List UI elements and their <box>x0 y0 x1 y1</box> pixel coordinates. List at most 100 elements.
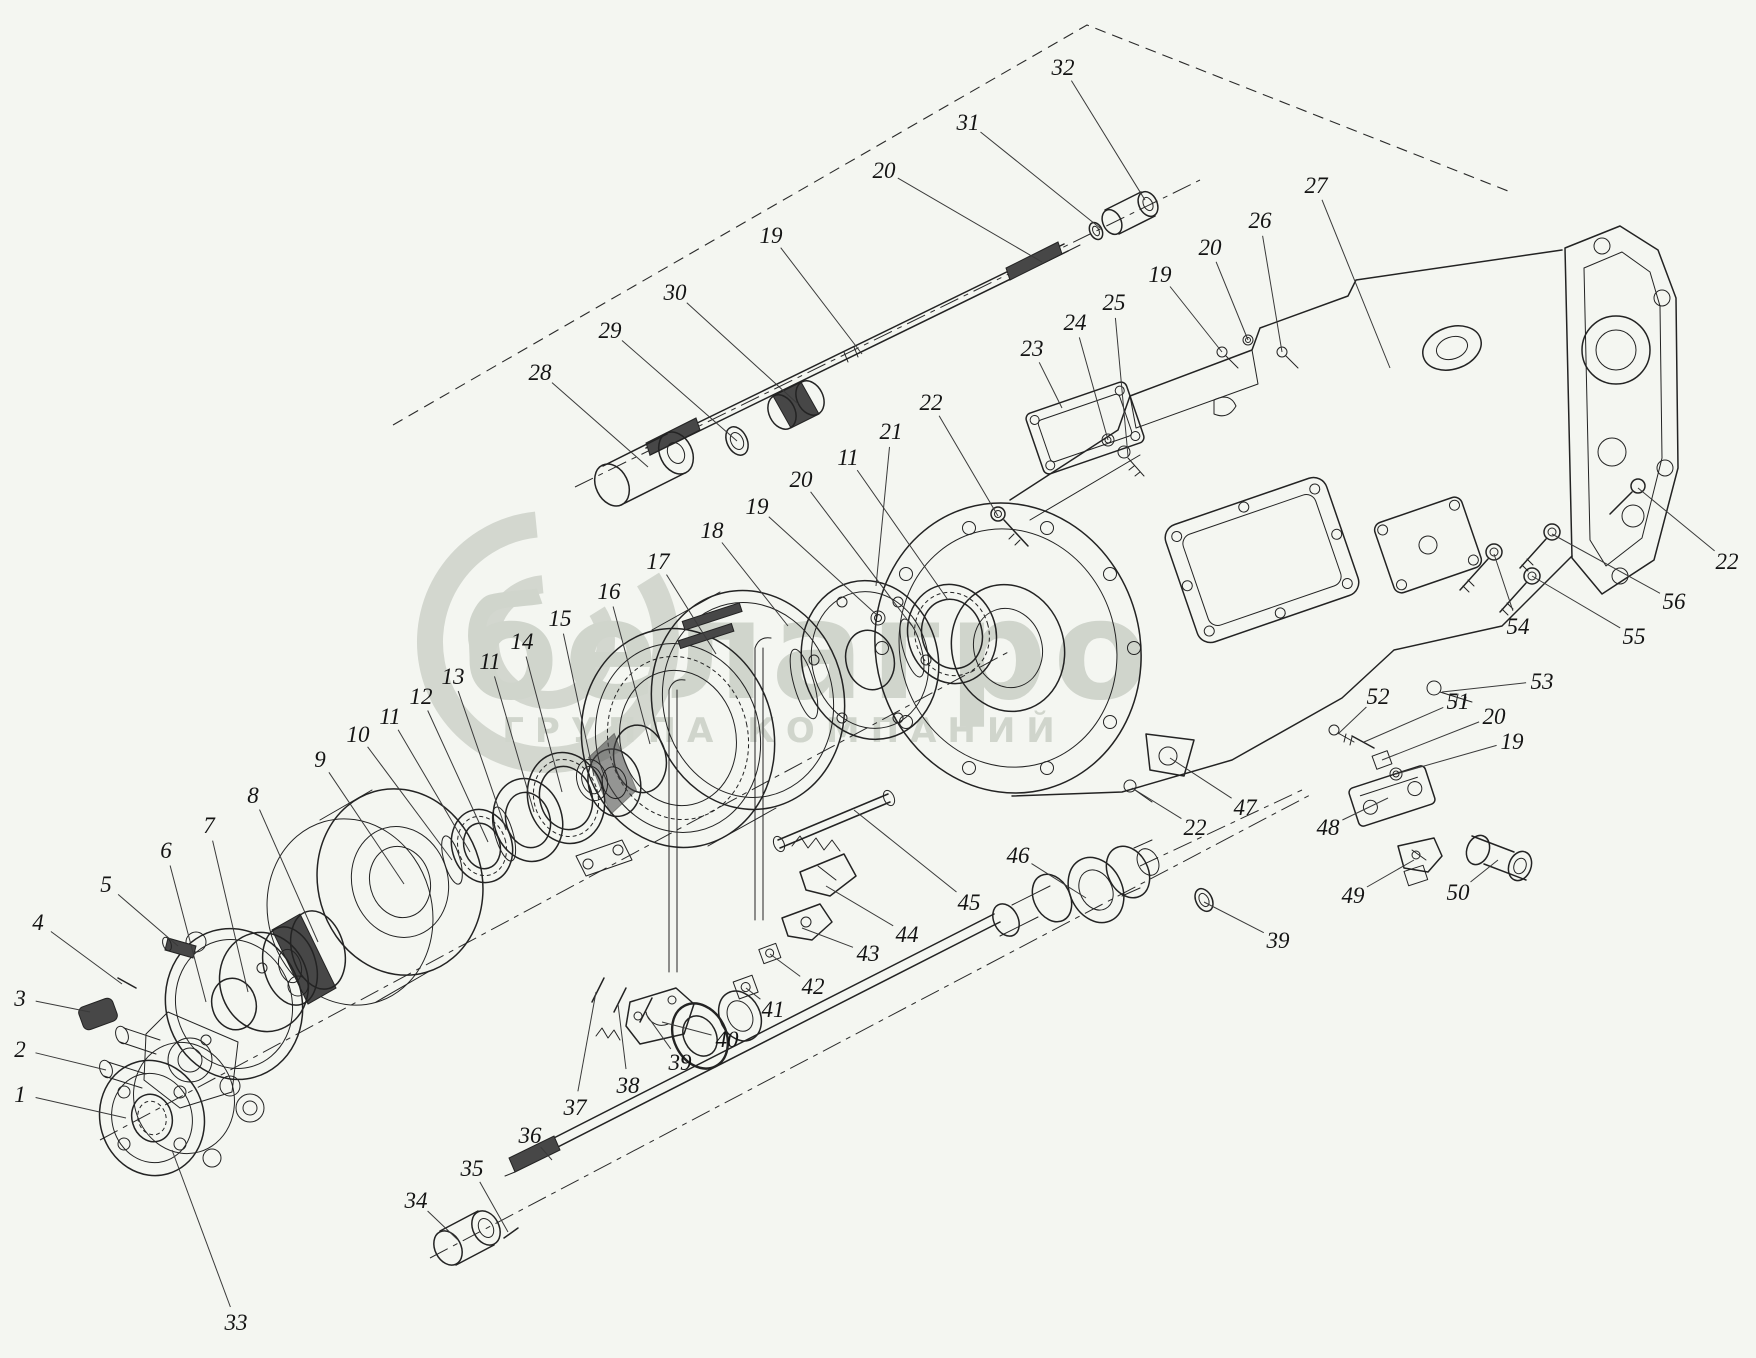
housing-face-bolt-holes <box>875 521 1141 775</box>
leader-line-c11c <box>397 729 471 853</box>
part-number-c30: 30 <box>663 280 688 305</box>
leader-line-c26 <box>1262 235 1283 353</box>
leader-line-c36 <box>540 1146 553 1161</box>
bearing-part-12 <box>450 808 514 884</box>
part-number-c38: 38 <box>616 1073 641 1098</box>
leader-line-c13 <box>457 690 507 831</box>
part-number-c49: 49 <box>1342 883 1366 908</box>
leader-line-c37 <box>577 991 597 1092</box>
part-number-c20c: 20 <box>790 467 814 492</box>
small-spring <box>595 1027 621 1041</box>
leader-line-c35 <box>479 1181 509 1233</box>
leader-line-c21 <box>875 446 890 587</box>
cylinder-part-34 <box>433 1210 501 1266</box>
clevis-part-49 <box>1397 837 1443 887</box>
part-number-c6: 6 <box>160 838 172 863</box>
hub-flange-part-7 <box>164 927 309 1097</box>
gasket-ring <box>789 648 819 720</box>
leader-line-c38 <box>617 1003 627 1070</box>
ring-part-39-right <box>1194 887 1214 913</box>
part-number-c22c: 22 <box>1716 549 1739 574</box>
leader-line-c44 <box>825 885 894 927</box>
leader-line-c11b <box>494 676 535 813</box>
part-number-c51: 51 <box>1447 689 1470 714</box>
part-number-c11b: 11 <box>479 649 500 674</box>
leader-line-c27 <box>1321 199 1391 369</box>
leader-line-c17 <box>666 574 717 655</box>
watermark-brand-text: белагро <box>462 570 1154 731</box>
clutch-drum-part-18 <box>650 589 846 811</box>
bolt-part-53 <box>1426 680 1473 707</box>
bolt-part-22-face <box>990 506 1029 547</box>
pin-part-4 <box>117 977 137 989</box>
part-number-c23: 23 <box>1021 336 1044 361</box>
part-number-c19b: 19 <box>1149 262 1173 287</box>
leader-line-c7 <box>212 840 249 993</box>
drum-tangent-lines <box>651 591 777 847</box>
leader-line-c22a <box>938 415 999 517</box>
leader-line-c25 <box>1114 317 1129 457</box>
leader-line-c48 <box>1342 797 1389 821</box>
washer-part-24 <box>1101 433 1115 447</box>
bolt-part-22-flange <box>1609 478 1646 515</box>
part-number-c15: 15 <box>549 606 572 631</box>
callouts-layer: 3231201930292827262019252423222111201918… <box>13 55 1738 1335</box>
drum-part-9 <box>266 788 484 1006</box>
part-number-c19d: 19 <box>1501 729 1525 754</box>
bolt-part-55 <box>1499 567 1541 616</box>
front-hub-part-1 <box>98 1041 235 1177</box>
part-number-c19a: 19 <box>760 223 784 248</box>
housing-teardrop-boss <box>1213 396 1237 417</box>
part-number-c45: 45 <box>958 890 981 915</box>
sleeve-part-28 <box>593 431 695 507</box>
part-number-c9: 9 <box>314 747 326 772</box>
part-number-c46: 46 <box>1007 843 1031 868</box>
leader-line-c20b <box>1215 261 1249 341</box>
leader-line-c43 <box>801 927 854 948</box>
watermark-logo-inner-ring <box>481 575 615 709</box>
housing-top-cover <box>1025 381 1145 475</box>
splined-gear-part-8 <box>261 910 347 1006</box>
part-number-c19c: 19 <box>746 494 770 519</box>
watermark: белагро ГРУППА КОМПАНИЙ <box>417 511 1154 773</box>
housing-front-face <box>874 502 1142 794</box>
part-number-c2: 2 <box>14 1037 26 1062</box>
part-number-c12: 12 <box>410 684 433 709</box>
leader-line-c15 <box>562 633 595 777</box>
part-number-c33: 33 <box>224 1310 248 1335</box>
right-hardware <box>1123 478 1646 887</box>
part-number-c24: 24 <box>1064 310 1087 335</box>
leader-line-c50 <box>1470 859 1499 883</box>
part-number-c26: 26 <box>1249 208 1273 233</box>
leader-line-c3 <box>35 1000 91 1013</box>
leader-line-c18 <box>721 542 789 627</box>
leader-line-c49 <box>1366 859 1415 888</box>
circlip-part-20 <box>899 618 925 678</box>
bearing-stack <box>441 751 609 885</box>
part-number-c34: 34 <box>404 1188 428 1213</box>
part-number-c56: 56 <box>1663 589 1687 614</box>
universal-joint-part-46 <box>992 839 1160 937</box>
leader-line-c30 <box>686 302 799 405</box>
part-number-c36: 36 <box>518 1123 543 1148</box>
housing-side-cover <box>1164 476 1360 644</box>
pin-part-38 <box>613 987 627 1013</box>
leader-line-c19a <box>780 247 863 355</box>
ring-part-31 <box>1088 221 1104 241</box>
center-bearing <box>670 1002 730 1070</box>
leader-line-c42 <box>769 953 801 977</box>
leader-line-c20c <box>810 491 913 627</box>
part-number-c21: 21 <box>880 419 903 444</box>
ring-part-29 <box>725 426 749 456</box>
part-number-c11a: 11 <box>837 445 858 470</box>
part-number-c20b: 20 <box>1199 235 1223 260</box>
part-number-c48: 48 <box>1317 815 1341 840</box>
bearing-part-14 <box>526 751 606 845</box>
top-hardware <box>990 334 1299 547</box>
leader-line-c34 <box>427 1210 459 1241</box>
part-number-c7: 7 <box>203 813 216 838</box>
plug-part-3 <box>78 997 118 1031</box>
leader-line-c56 <box>1551 533 1661 594</box>
part-number-c35: 35 <box>460 1156 484 1181</box>
leader-line-c20d <box>1381 721 1480 761</box>
